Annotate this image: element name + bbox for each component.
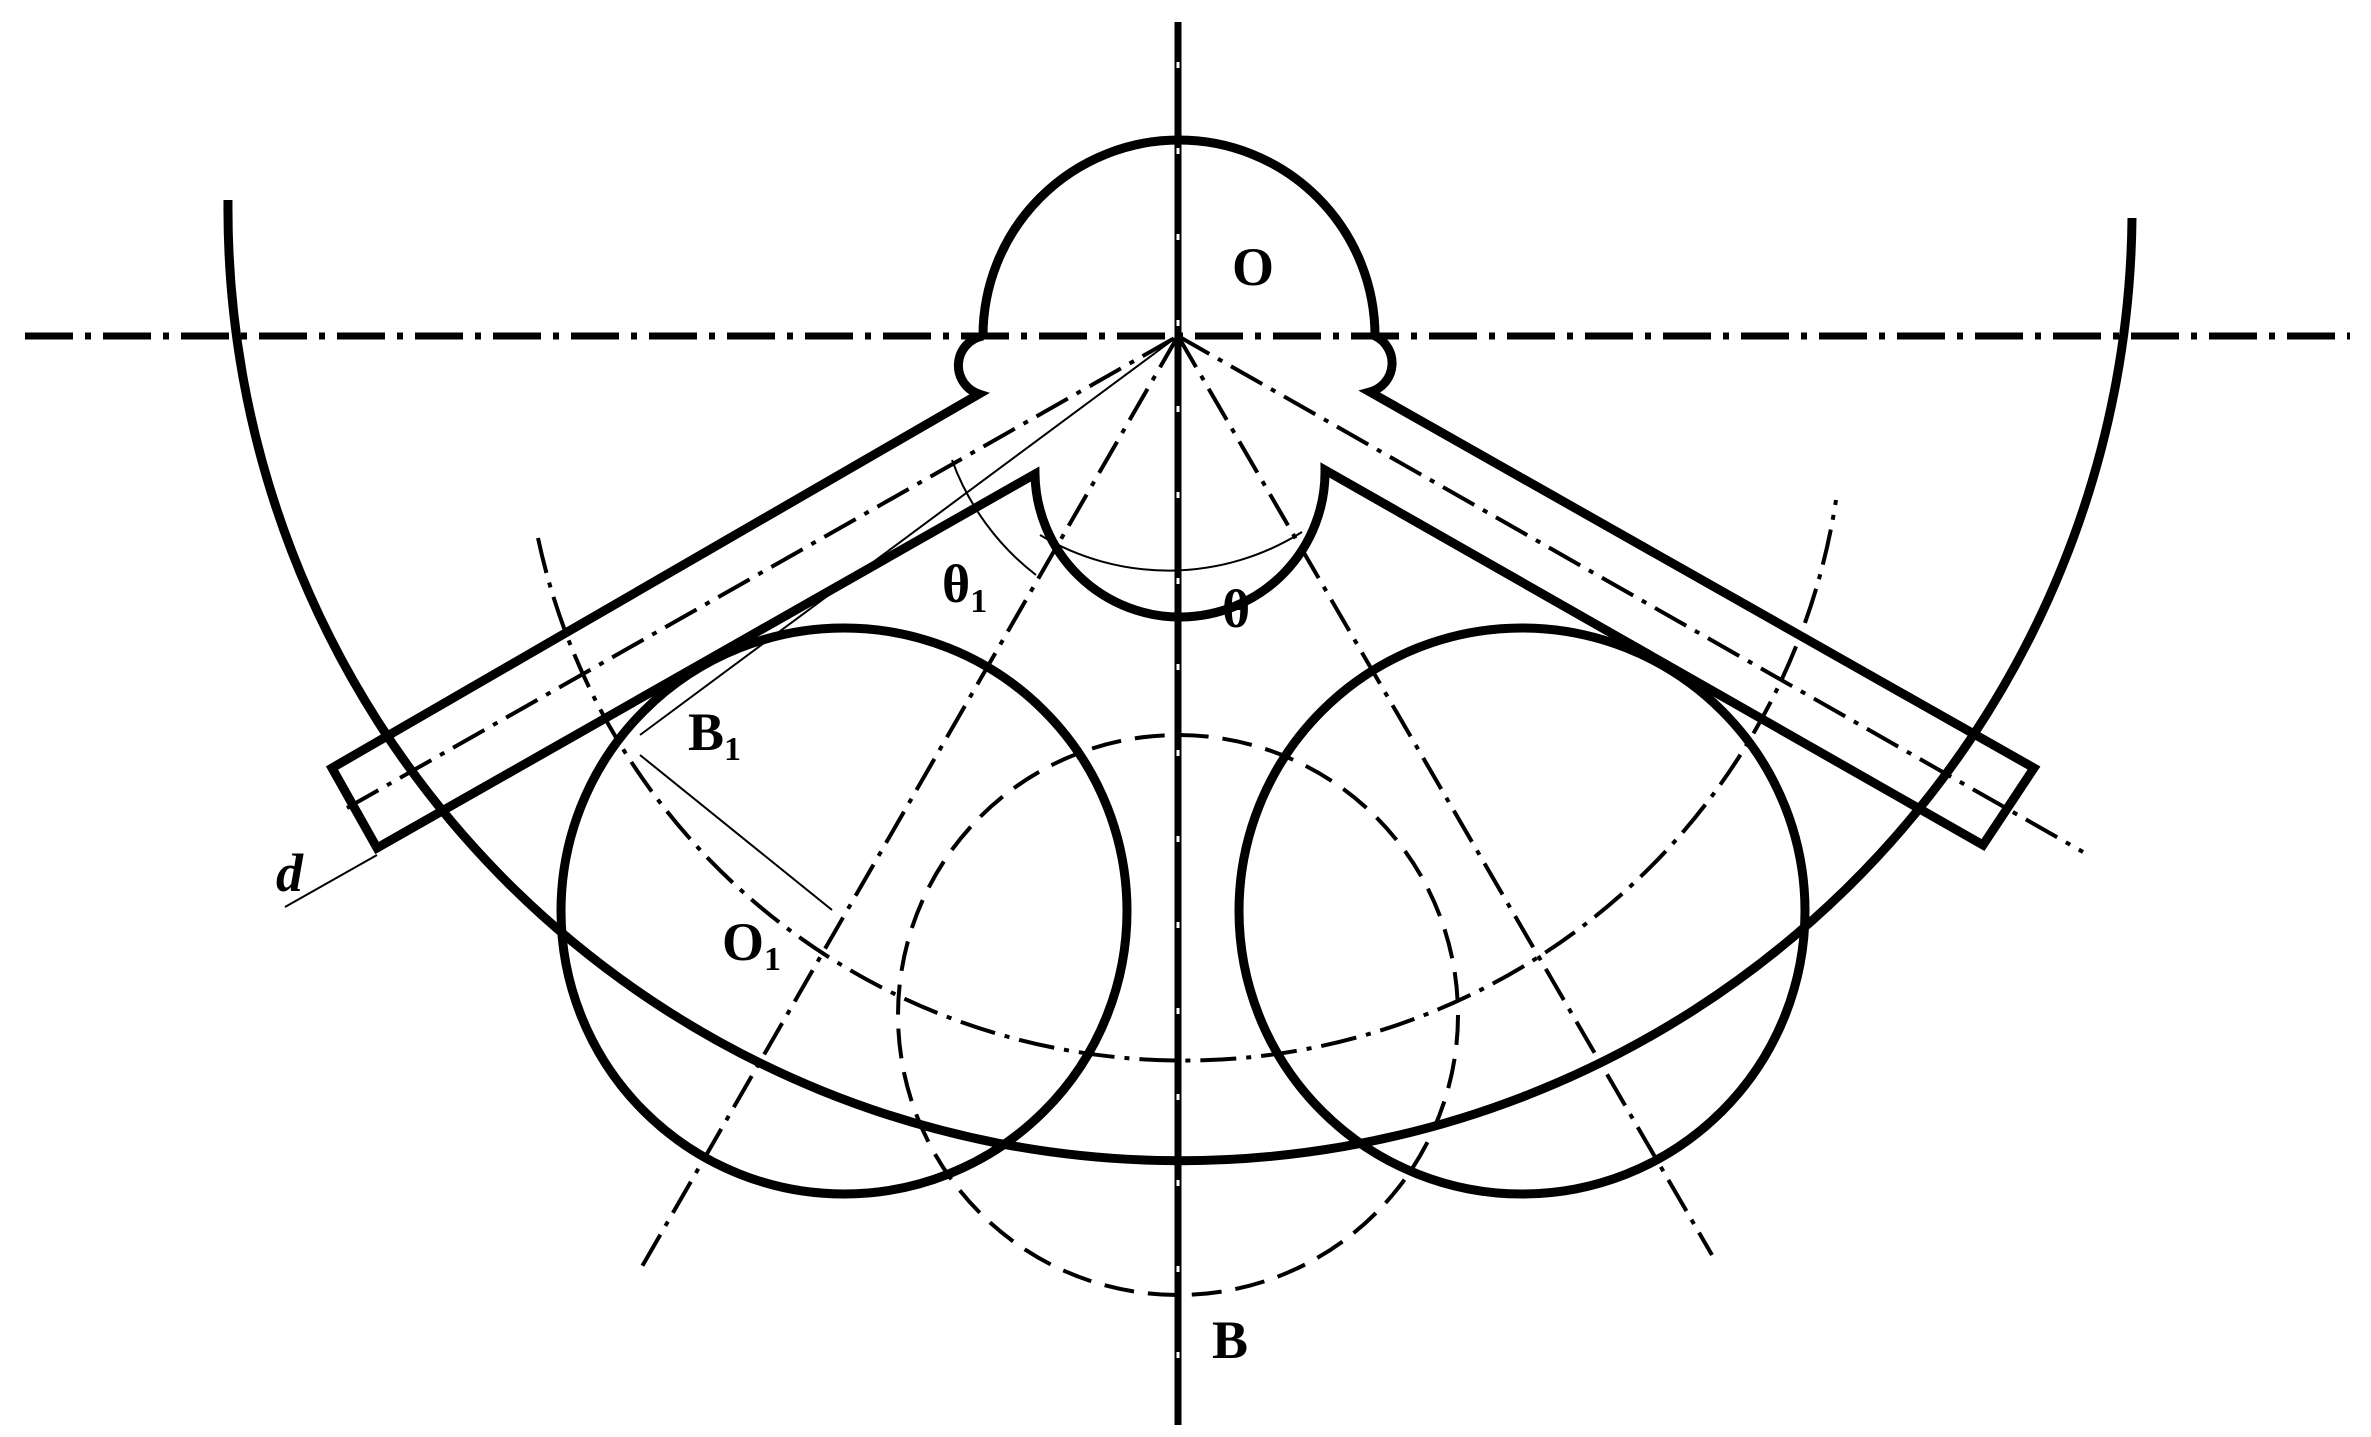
- left-roller-circle: [556, 623, 1132, 1199]
- width-d-leader: [284, 854, 378, 908]
- outer-housing-arc: [223, 199, 2137, 1166]
- angle-label-theta1: θ1: [942, 554, 987, 620]
- right-arm-centerline: [1177, 334, 2084, 854]
- angle-label-theta: θ: [1222, 579, 1250, 639]
- hub-and-left-arm: [325, 135, 2041, 855]
- point-label-b1: B1: [688, 702, 741, 768]
- width-label-d: d: [276, 843, 304, 903]
- right-radial-centerline: [1176, 334, 1714, 1257]
- bottom-label-b: B: [1212, 1310, 1248, 1370]
- angle-theta1-arc: [951, 459, 1037, 576]
- radius-b1-o1-line: [639, 754, 833, 911]
- left-arm-centerline: [346, 334, 1179, 810]
- angle-theta-arc: [1039, 531, 1303, 572]
- center-label-o: O: [1232, 237, 1274, 297]
- right-roller-circle: [1234, 623, 1810, 1199]
- tangent-construction-line: [639, 335, 1179, 736]
- pitch-circle-arc: [536, 499, 1838, 1063]
- middle-roller-circle-dashed: [896, 733, 1460, 1297]
- point-label-o1: O1: [722, 912, 781, 978]
- left-radial-centerline: [638, 335, 1180, 1271]
